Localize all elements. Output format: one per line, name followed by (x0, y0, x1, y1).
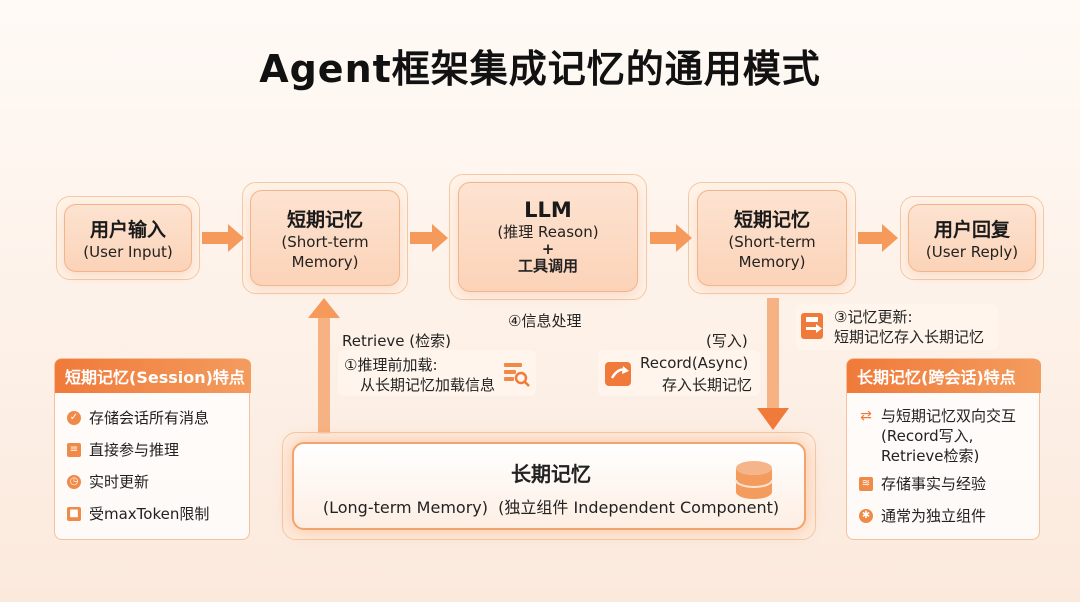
check-icon: ✓ (67, 410, 81, 425)
arrow-shaft-2 (410, 232, 434, 244)
short-memory-panel: 短期记忆(Session)特点 ✓ 存储会话所有消息 ≡ 直接参与推理 ◷ 实时… (54, 358, 251, 540)
short-term-1-title: 短期记忆 (286, 208, 363, 231)
search-icon (502, 360, 530, 388)
list-icon: ≡ (67, 442, 81, 457)
arrow-shaft-1 (202, 232, 230, 244)
record-arrow-head (757, 408, 789, 430)
arrow-shaft-3 (650, 232, 678, 244)
write-label: (写入) (706, 332, 748, 350)
long-feature-1c-text: Retrieve检索) (881, 447, 980, 465)
preload-box (338, 350, 536, 396)
component-icon: ✱ (859, 508, 873, 523)
long-feature-1c: Retrieve检索) (881, 445, 979, 466)
short-feature-3-text: 实时更新 (89, 473, 150, 491)
long-feature-2: ≋ 存储事实与经验 (859, 473, 986, 494)
user-input-node: 用户输入 (User Input) (64, 204, 192, 272)
long-panel-header: 长期记忆(跨会话)特点 (847, 359, 1041, 393)
layers-icon: ≋ (859, 476, 873, 491)
user-reply-sub: (User Reply) (925, 242, 1019, 261)
short-feature-3: ◷ 实时更新 (67, 471, 149, 492)
short-term-1-sub2: Memory) (291, 252, 359, 271)
short-feature-4-text: 受maxToken限制 (89, 505, 210, 523)
database-icon (732, 458, 776, 504)
long-feature-3: ✱ 通常为独立组件 (859, 505, 986, 526)
long-feature-2-text: 存储事实与经验 (881, 475, 987, 493)
info-processing-label: ④信息处理 (508, 312, 582, 330)
long-feature-1-text: 与短期记忆双向交互 (881, 407, 1017, 425)
short-term-2-node: 短期记忆 (Short-term Memory) (697, 190, 847, 286)
llm-sub1: (推理 Reason) (497, 223, 599, 241)
short-panel-header: 短期记忆(Session)特点 (55, 359, 251, 393)
swap-icon: ⇄ (860, 407, 872, 424)
user-reply-node: 用户回复 (User Reply) (908, 204, 1036, 272)
update-box (796, 304, 998, 350)
long-memory-panel: 长期记忆(跨会话)特点 ⇄ 与短期记忆双向交互 (Record写入, Retri… (846, 358, 1041, 540)
long-feature-1b-text: (Record写入, (881, 427, 974, 445)
arrow-head-4 (882, 224, 898, 252)
limit-icon: ■ (67, 506, 81, 521)
record-line-2: 存入长期记忆 (662, 376, 753, 394)
short-term-2-sub1: (Short-term (728, 232, 816, 251)
llm-node: LLM (推理 Reason) + 工具调用 (458, 182, 638, 292)
short-term-2-sub2: Memory) (738, 252, 806, 271)
short-term-1-sub1: (Short-term (281, 232, 369, 251)
retrieve-label: Retrieve (检索) (342, 332, 451, 350)
preload-line-2: 从长期记忆加载信息 (360, 376, 496, 394)
preload-line-1: ①推理前加载: (344, 356, 438, 374)
record-arrow-shaft (767, 298, 779, 410)
llm-sub2: 工具调用 (517, 257, 578, 275)
save-icon (800, 312, 826, 340)
short-feature-2: ≡ 直接参与推理 (67, 439, 179, 460)
retrieve-arrow-shaft (318, 316, 330, 434)
long-term-sub: (Long-term Memory) (独立组件 Independent Com… (322, 498, 780, 517)
long-term-node: 长期记忆 (Long-term Memory) (独立组件 Independen… (292, 442, 806, 530)
clock-icon: ◷ (67, 474, 81, 489)
short-feature-1: ✓ 存储会话所有消息 (67, 407, 209, 428)
long-feature-1: ⇄ 与短期记忆双向交互 (859, 405, 1016, 426)
llm-title: LLM (524, 198, 572, 222)
short-feature-1-text: 存储会话所有消息 (89, 409, 210, 427)
record-line-1: Record(Async) (640, 354, 749, 372)
page-title: Agent框架集成记忆的通用模式 (259, 47, 821, 91)
long-term-title: 长期记忆 (511, 462, 591, 486)
update-line-2: 短期记忆存入长期记忆 (834, 328, 985, 346)
user-reply-title: 用户回复 (933, 218, 1010, 241)
long-feature-1b: (Record写入, (881, 425, 973, 446)
long-feature-3-text: 通常为独立组件 (881, 507, 987, 525)
retrieve-arrow-head (308, 298, 340, 318)
short-term-1-node: 短期记忆 (Short-term Memory) (250, 190, 400, 286)
short-feature-2-text: 直接参与推理 (89, 441, 180, 459)
arrow-head-2 (432, 224, 448, 252)
update-line-1: ③记忆更新: (834, 308, 913, 326)
user-input-title: 用户输入 (89, 218, 166, 241)
short-feature-4: ■ 受maxToken限制 (67, 503, 209, 524)
arrow-head-1 (228, 224, 244, 252)
llm-plus: + (541, 240, 555, 258)
user-input-sub: (User Input) (83, 242, 173, 261)
short-term-2-title: 短期记忆 (733, 208, 810, 231)
arrow-head-3 (676, 224, 692, 252)
record-icon (604, 360, 634, 388)
arrow-shaft-4 (858, 232, 884, 244)
